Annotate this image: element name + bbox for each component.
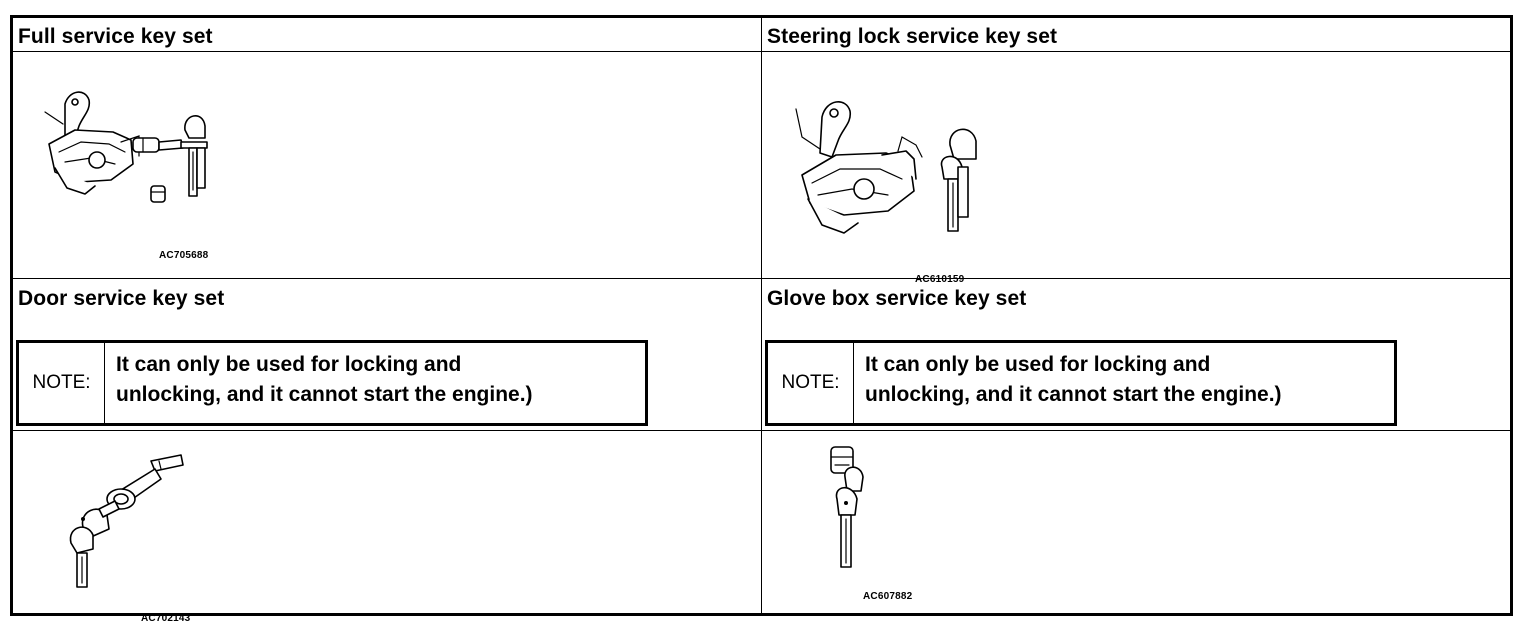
note-label: NOTE: <box>768 343 854 423</box>
steering-key-set-illustration-cell: AC610159 <box>762 52 1510 285</box>
full-key-set-illustration-cell: AC705688 <box>13 52 761 278</box>
glove-key-set-title: Glove box service key set <box>767 287 1027 310</box>
row-divider <box>13 51 1510 52</box>
door-key-set-part-code: AC702143 <box>141 613 191 624</box>
steering-key-set-part-code: AC610159 <box>915 274 965 285</box>
column-divider <box>761 18 762 613</box>
note-text: It can only be used for locking and unlo… <box>854 343 1394 423</box>
door-key-set-illustration <box>69 454 184 588</box>
glove-key-set-illustration <box>830 446 864 568</box>
row-divider <box>13 278 1510 279</box>
note-line-2: unlocking, and it cannot start the engin… <box>116 383 533 406</box>
note-text: It can only be used for locking and unlo… <box>105 343 645 423</box>
full-key-set-heading-cell: Full service key set <box>13 18 761 51</box>
key-set-table: Full service key set Steering lock servi… <box>10 15 1513 624</box>
door-key-set-heading-cell: Door service key set NOTE: It can only b… <box>13 279 761 430</box>
full-key-set-title: Full service key set <box>18 25 213 48</box>
glove-key-set-part-code: AC607882 <box>863 591 913 602</box>
note-label: NOTE: <box>19 343 105 423</box>
glove-key-set-note: NOTE: It can only be used for locking an… <box>765 340 1397 426</box>
row-divider <box>13 430 1510 431</box>
full-key-set-illustration <box>44 91 208 203</box>
steering-key-set-title: Steering lock service key set <box>767 25 1058 48</box>
glove-key-set-illustration-cell: AC607882 <box>762 431 1510 613</box>
door-key-set-note: NOTE: It can only be used for locking an… <box>16 340 648 426</box>
steering-key-set-heading-cell: Steering lock service key set <box>762 18 1510 51</box>
glove-key-set-heading-cell: Glove box service key set NOTE: It can o… <box>762 279 1510 430</box>
steering-key-set-illustration <box>795 101 977 234</box>
full-key-set-part-code: AC705688 <box>159 250 209 261</box>
note-line-2: unlocking, and it cannot start the engin… <box>865 383 1282 406</box>
door-key-set-title: Door service key set <box>18 287 225 310</box>
note-line-1: It can only be used for locking and <box>116 353 462 376</box>
note-line-1: It can only be used for locking and <box>865 353 1211 376</box>
door-key-set-illustration-cell: AC702143 <box>13 431 761 624</box>
